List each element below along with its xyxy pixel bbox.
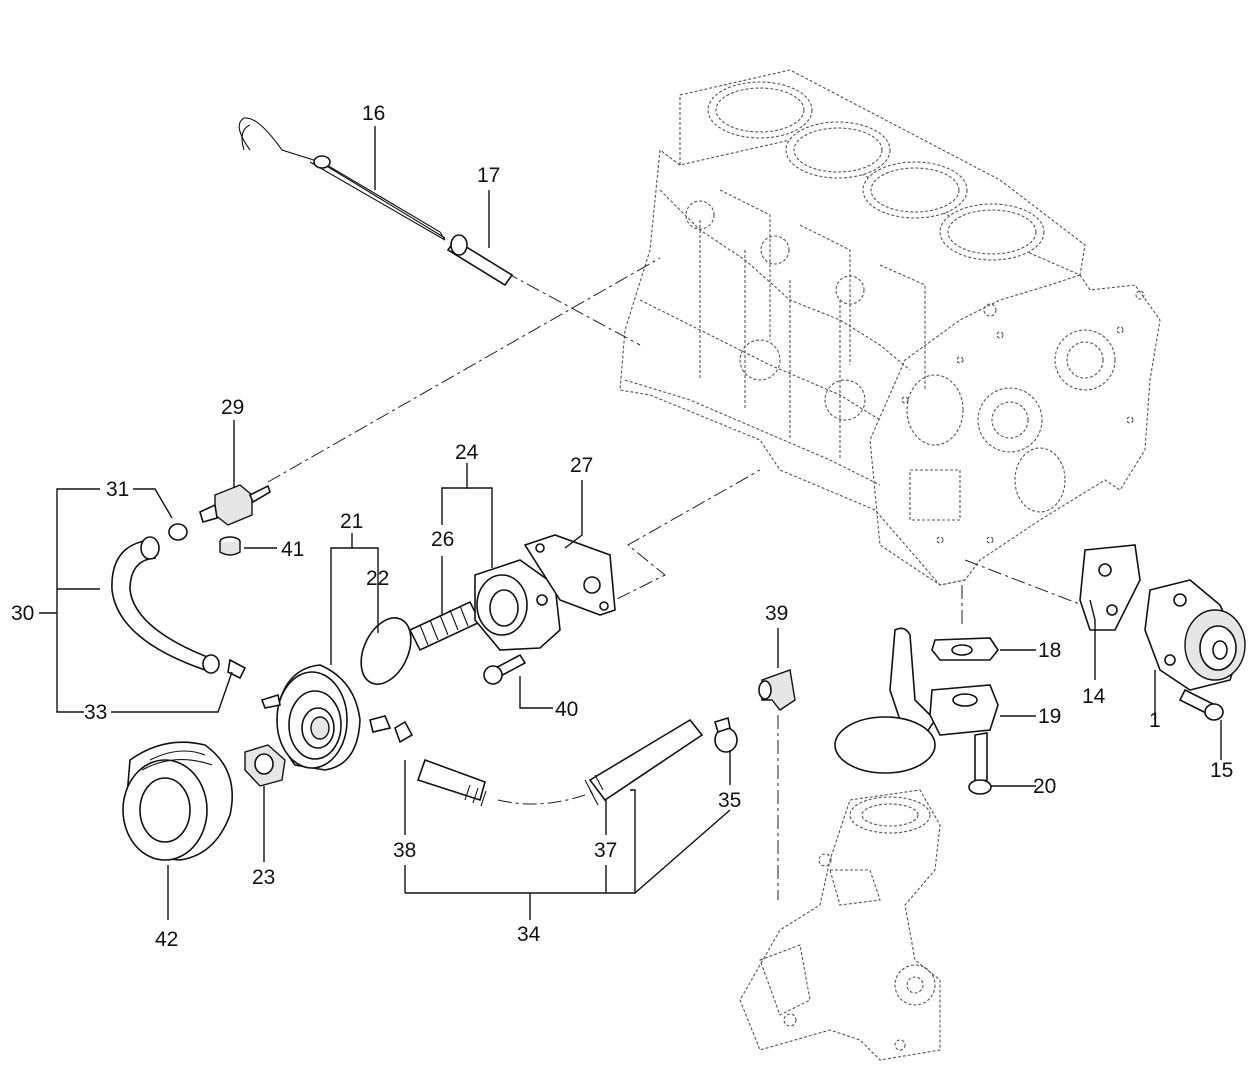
label-21: 21 (340, 510, 363, 533)
strainer-part (834, 627, 999, 774)
label-18: 18 (1038, 639, 1061, 662)
engine-block-ghost (619, 69, 1161, 586)
label-39: 39 (765, 602, 788, 625)
label-40: 40 (555, 698, 578, 721)
label-37: 37 (594, 839, 617, 862)
label-31: 31 (106, 478, 129, 501)
pump-gasket-part (1079, 544, 1141, 631)
label-24: 24 (455, 441, 479, 464)
alignment-lines (267, 257, 1096, 900)
o-ring-part (360, 617, 412, 685)
oil-filter-part (122, 741, 233, 861)
label-16: 16 (362, 102, 385, 125)
oil-pump-part (1144, 579, 1246, 691)
cooler-cover-part (474, 559, 561, 651)
gasket-part (523, 534, 616, 616)
oil-pipe-part (369, 715, 738, 807)
label-35: 35 (718, 789, 741, 812)
label-34: 34 (517, 923, 541, 946)
oil-cooler-part (260, 664, 361, 771)
label-27: 27 (570, 454, 593, 477)
label-15: 15 (1210, 759, 1233, 782)
leader-lines (39, 126, 1222, 920)
gasket-18-part (931, 637, 999, 661)
label-42: 42 (155, 928, 178, 951)
label-23: 23 (252, 866, 275, 889)
label-1: 1 (1149, 709, 1161, 732)
bolt-40-part (483, 653, 527, 685)
label-38: 38 (393, 839, 416, 862)
label-17: 17 (477, 164, 500, 187)
label-22: 22 (366, 567, 389, 590)
label-33: 33 (84, 701, 107, 724)
bolt-20-part (968, 732, 992, 795)
oil-hose-part (111, 523, 247, 680)
adapter-part (199, 484, 271, 556)
guide-tube-part (446, 234, 514, 287)
dipstick-part (238, 117, 446, 241)
label-19: 19 (1038, 705, 1061, 728)
label-41: 41 (281, 538, 304, 561)
label-20: 20 (1033, 775, 1056, 798)
relief-spring-part (408, 600, 482, 652)
label-30: 30 (11, 602, 34, 625)
part-number-labels: 16 17 29 31 30 33 41 21 22 24 26 27 40 2… (11, 102, 1233, 951)
nut-part (244, 744, 286, 787)
bolt-15-part (1178, 688, 1224, 721)
front-cover-ghost (739, 789, 941, 1061)
label-26: 26 (431, 528, 454, 551)
label-14: 14 (1082, 685, 1106, 708)
label-29: 29 (221, 396, 244, 419)
elbow-part (758, 669, 796, 711)
